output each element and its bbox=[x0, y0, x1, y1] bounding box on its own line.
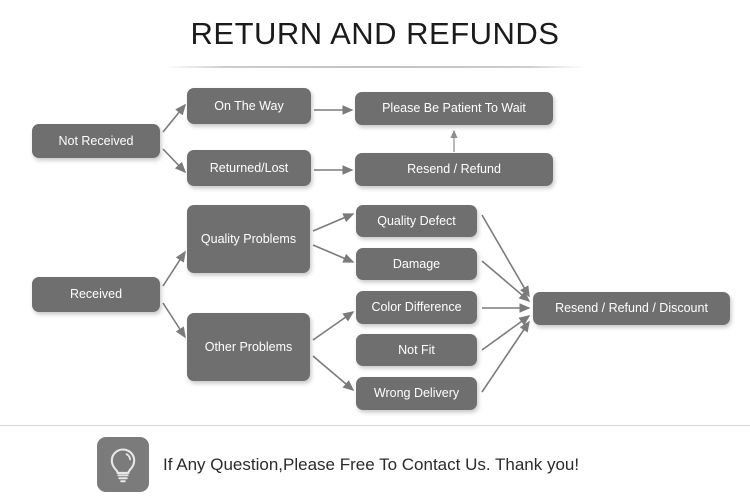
node-not-received[interactable]: Not Received bbox=[32, 124, 160, 158]
footer-text: If Any Question,Please Free To Contact U… bbox=[163, 454, 580, 474]
node-resend-refund-discount[interactable]: Resend / Refund / Discount bbox=[533, 292, 730, 325]
page-title: RETURN AND REFUNDS bbox=[190, 16, 560, 51]
node-quality-defect[interactable]: Quality Defect bbox=[356, 205, 477, 237]
footer: If Any Question,Please Free To Contact U… bbox=[97, 437, 697, 492]
node-received[interactable]: Received bbox=[32, 277, 160, 312]
lightbulb-icon bbox=[97, 437, 149, 492]
node-color-difference[interactable]: Color Difference bbox=[356, 291, 477, 324]
node-resend-refund[interactable]: Resend / Refund bbox=[355, 153, 553, 186]
node-quality-problems[interactable]: Quality Problems bbox=[187, 205, 310, 273]
node-other-problems[interactable]: Other Problems bbox=[187, 313, 310, 381]
node-on-the-way[interactable]: On The Way bbox=[187, 88, 311, 124]
node-damage[interactable]: Damage bbox=[356, 248, 477, 280]
node-please-be-patient-to-wait[interactable]: Please Be Patient To Wait bbox=[355, 92, 553, 125]
footer-divider bbox=[0, 425, 750, 426]
node-not-fit[interactable]: Not Fit bbox=[356, 334, 477, 366]
title-divider bbox=[165, 66, 585, 68]
node-returned-lost[interactable]: Returned/Lost bbox=[187, 150, 311, 186]
node-wrong-delivery[interactable]: Wrong Delivery bbox=[356, 377, 477, 410]
